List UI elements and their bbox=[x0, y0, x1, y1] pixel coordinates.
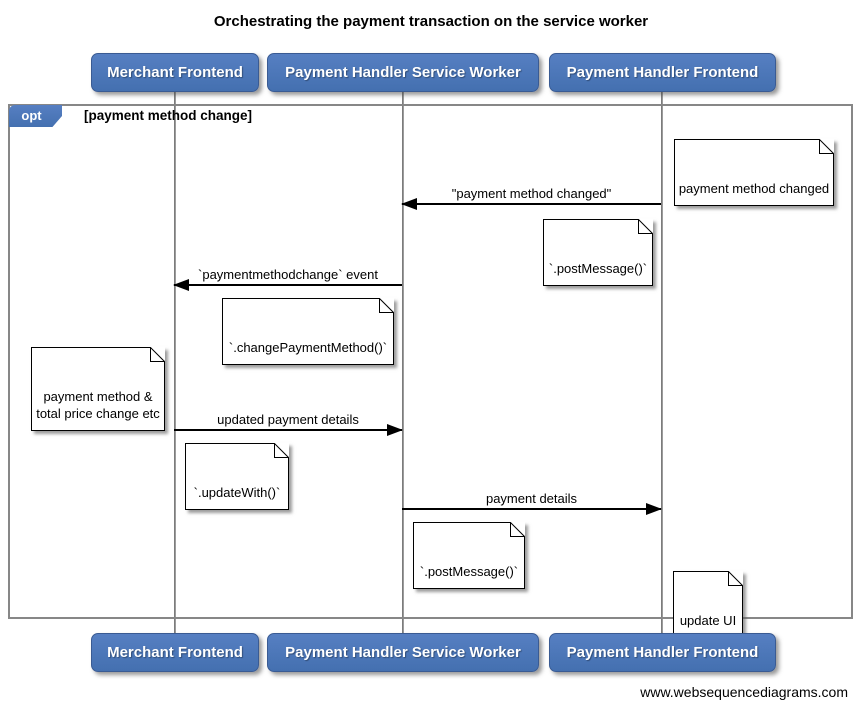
arrowhead-right-icon bbox=[387, 424, 403, 436]
message-line bbox=[173, 279, 402, 291]
note-payment-method-changed: payment method changed bbox=[674, 139, 834, 206]
note-text: `.changePaymentMethod()` bbox=[228, 339, 388, 355]
note-fold-icon bbox=[728, 571, 743, 586]
note-update-ui: update UI bbox=[673, 571, 743, 638]
note-text: `.postMessage()` bbox=[419, 563, 519, 579]
note-fold-icon bbox=[274, 443, 289, 458]
note-fold-icon bbox=[819, 139, 834, 154]
message-label: "payment method changed" bbox=[451, 186, 612, 201]
message-line bbox=[174, 424, 403, 436]
lifeline-payment-handler-service-worker bbox=[402, 92, 404, 633]
note-payment-method-total-price: payment method & total price change etc bbox=[31, 347, 165, 431]
actor-merchant-frontend-top: Merchant Frontend bbox=[91, 53, 259, 92]
note-fold-icon bbox=[638, 219, 653, 234]
note-postmessage-2: `.postMessage()` bbox=[413, 522, 525, 589]
note-changepaymentmethod: `.changePaymentMethod()` bbox=[222, 298, 394, 365]
note-text: payment method changed bbox=[678, 180, 830, 196]
message-paymentmethodchange-event: `paymentmethodchange` event bbox=[173, 267, 402, 291]
diagram-title: Orchestrating the payment transaction on… bbox=[213, 13, 649, 30]
note-text: update UI bbox=[679, 612, 737, 628]
actor-payment-handler-frontend-bottom: Payment Handler Frontend bbox=[549, 633, 776, 672]
message-line bbox=[402, 503, 662, 515]
message-payment-method-changed: "payment method changed" bbox=[401, 186, 661, 210]
actor-merchant-frontend-bottom: Merchant Frontend bbox=[91, 633, 259, 672]
actor-payment-handler-service-worker-bottom: Payment Handler Service Worker bbox=[267, 633, 539, 672]
note-text: `.postMessage()` bbox=[548, 260, 648, 276]
message-label: updated payment details bbox=[217, 412, 359, 427]
note-postmessage-1: `.postMessage()` bbox=[543, 219, 653, 286]
arrowhead-left-icon bbox=[401, 198, 417, 210]
message-payment-details: payment details bbox=[402, 491, 662, 515]
actor-payment-handler-frontend-top: Payment Handler Frontend bbox=[549, 53, 776, 92]
note-updatewith: `.updateWith()` bbox=[185, 443, 289, 510]
arrowhead-right-icon bbox=[646, 503, 662, 515]
opt-operator-tab: opt bbox=[9, 105, 62, 127]
arrowhead-left-icon bbox=[173, 279, 189, 291]
watermark-text: www.websequencediagrams.com bbox=[640, 684, 848, 700]
note-fold-icon bbox=[150, 347, 165, 362]
opt-fragment-frame bbox=[8, 104, 853, 619]
message-line bbox=[401, 198, 661, 210]
note-fold-icon bbox=[379, 298, 394, 313]
message-label: payment details bbox=[485, 491, 578, 506]
opt-guard-label: [payment method change] bbox=[84, 108, 253, 123]
lifeline-payment-handler-frontend bbox=[661, 92, 663, 633]
note-text: `.updateWith()` bbox=[193, 484, 281, 500]
message-updated-payment-details: updated payment details bbox=[174, 412, 403, 436]
actor-payment-handler-service-worker-top: Payment Handler Service Worker bbox=[267, 53, 539, 92]
lifeline-merchant-frontend bbox=[174, 92, 176, 633]
message-label: `paymentmethodchange` event bbox=[198, 267, 378, 282]
note-fold-icon bbox=[510, 522, 525, 537]
note-text: payment method & total price change etc bbox=[36, 388, 160, 421]
